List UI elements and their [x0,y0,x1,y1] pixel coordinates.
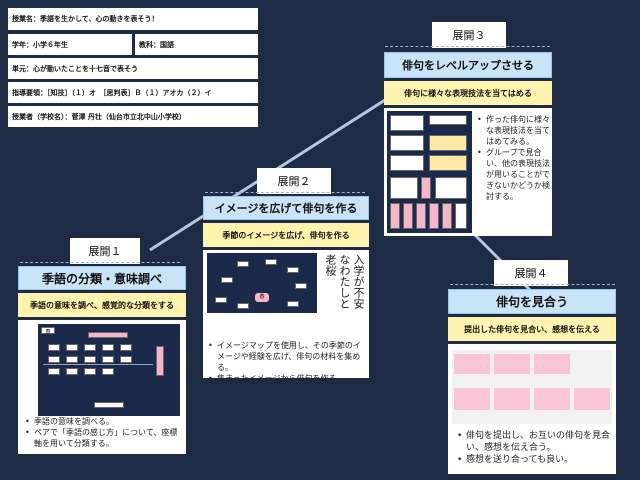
stage-3-subtitle: 俳句に様々な表現技法を当てはめる [384,81,552,105]
stage-3-bullet: 作った俳句に様々な表現技法を当てはめてみる。 [476,114,550,147]
curriculum-cell: 指導要領：［知技］（１）オ ［思判表］Ｂ（１）アオカ（２）イ [8,82,258,103]
stage-4-divider [450,284,615,285]
stage-1-map-image: 春 [38,324,180,416]
stage-4-bullets: 俳句を提出し、お互いの俳句を見合い、感想を伝え合う。 感想を送り合っても良い。 [456,430,614,466]
stage-2-center-node: 春 [255,293,269,302]
stage-4-panel: 俳句を提出し、お互いの俳句を見合い、感想を伝え合う。 感想を送り合っても良い。 [448,344,616,474]
stage-1-bullet: ペアで「季語の感じ方」について、座標軸を用いて分類する。 [24,427,182,449]
stage-1-title: 季語の分類・意味調べ [18,266,186,290]
stage-1-label: 展開１ [70,238,140,264]
stage-4-board-image [452,350,612,424]
unit-cell: 単元：心が動いたことを十七音で表そう [8,58,258,79]
stage-2-bullet: 集まったイメージから俳句を作る。 [207,373,367,384]
stage-2-label: 展開２ [257,168,331,194]
stage-2-subtitle: 季節のイメージを広げ、俳句を作る [203,223,369,247]
stage-3-panel: 作った俳句に様々な表現技法を当てはめてみる。 グループで見合い、他の表現技法が用… [384,108,552,236]
teacher-cell: 授業者（学校名）：菅澤 丹壮（仙台市立北中山小学校） [8,106,258,127]
stage-4-subtitle: 提出した俳句を見合い、感想を伝える [448,317,616,341]
stage-3-worksheet-image [387,111,472,233]
stage-2-title: イメージを広げて俳句を作る [203,196,369,220]
stage-3-divider [385,46,550,47]
stage-1-image-heading: 春 [41,327,55,335]
stage-2-bullets: イメージマップを使用し、その季節のイメージや経験を広げ、俳句の材料を集める。 集… [207,340,367,384]
stage-4-bullet: 感想を送り合っても良い。 [456,454,614,466]
stage-2-haiku: 入学が不安なわたしと老桜 [324,254,365,309]
stage-3-title: 俳句をレベルアップさせる [384,52,552,78]
stage-3-label: 展開３ [432,22,506,48]
stage-2-divider [205,192,365,193]
stage-4-bullet: 俳句を提出し、お互いの俳句を見合い、感想を伝え合う。 [456,430,614,454]
stage-2-imagemap: 春 [207,253,317,313]
subject-cell: 教科：国語 [135,34,258,55]
stage-1-bullets: 季語の意味を調べる。 ペアで「季語の感じ方」について、座標軸を用いて分類する。 [24,416,182,449]
stage-1-panel: 春 季語の意味を調べる。 ペアで「季語の感じ方」について、座標軸を用いて分類する… [18,320,186,454]
stage-4-label: 展開４ [494,260,568,286]
stage-4-title: 俳句を見合う [448,289,616,314]
lesson-name-cell: 授業名：季語を生かして、心の動きを表そう！ [8,8,258,30]
stage-2-panel: 春 入学が不安なわたしと老桜 イメージマップを使用し、その季節のイメージや経験を… [203,250,369,384]
stage-2-bullet: イメージマップを使用し、その季節のイメージや経験を広げ、俳句の材料を集める。 [207,340,367,373]
stage-3-bullet: グループで見合い、他の表現技法が用いることができないかどうか検討する。 [476,147,550,202]
stage-1-divider [20,262,180,263]
grade-cell: 学年：小学６年生 [8,34,132,55]
stage-1-bullet: 季語の意味を調べる。 [24,416,182,427]
stage-3-bullets: 作った俳句に様々な表現技法を当てはめてみる。 グループで見合い、他の表現技法が用… [476,114,550,202]
stage-1-subtitle: 季語の意味を調べ、感覚的な分類をする [18,293,186,317]
